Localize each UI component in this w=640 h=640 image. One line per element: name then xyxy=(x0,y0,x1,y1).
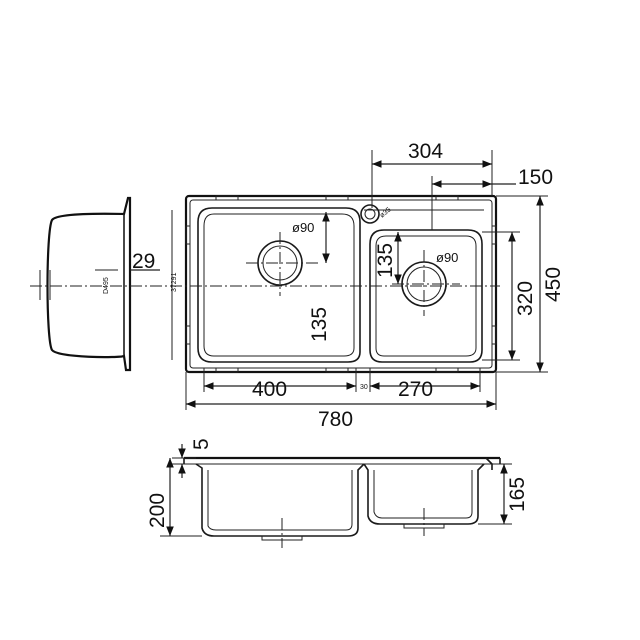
dim-total-length: 780 xyxy=(318,408,353,431)
dim-drain-edge-small: 135 xyxy=(374,243,397,278)
side-view: D495 29 xyxy=(30,196,160,372)
big-drain xyxy=(246,232,320,296)
dim-small-bowl-depth: 320 xyxy=(514,281,537,316)
front-dimensions: 5 200 165 xyxy=(146,438,529,537)
dim-small-bowl-width: 270 xyxy=(398,378,433,401)
dim-rim-thickness: 5 xyxy=(190,438,213,450)
side-note-mid: 37291 xyxy=(171,272,178,292)
dim-offset-top: 304 xyxy=(408,140,443,163)
dim-bowl-depth-big: 200 xyxy=(146,493,169,528)
side-note-left: D495 xyxy=(103,277,110,294)
dim-side-flange: 29 xyxy=(132,250,155,273)
front-view xyxy=(183,456,501,548)
dim-total-width: 450 xyxy=(542,267,565,302)
small-drain-diameter: ø90 xyxy=(436,250,458,265)
dim-drain-edge-big: 135 xyxy=(308,307,331,342)
mounting-clips xyxy=(185,195,497,373)
dim-gap: 30 xyxy=(360,384,368,391)
dim-bowl-depth-small: 165 xyxy=(506,477,529,512)
tap-hole-diameter: ø35 xyxy=(379,206,393,219)
top-view: ø90 ø90 ø35 37291 xyxy=(150,194,500,374)
small-drain xyxy=(392,250,460,316)
dim-big-bowl-width: 400 xyxy=(252,378,287,401)
big-drain-diameter: ø90 xyxy=(292,220,314,235)
dim-offset-right: 150 xyxy=(518,166,553,189)
top-dimensions: 304 150 450 320 135 135 400 30 270 xyxy=(185,140,565,431)
tap-hole xyxy=(360,204,380,224)
